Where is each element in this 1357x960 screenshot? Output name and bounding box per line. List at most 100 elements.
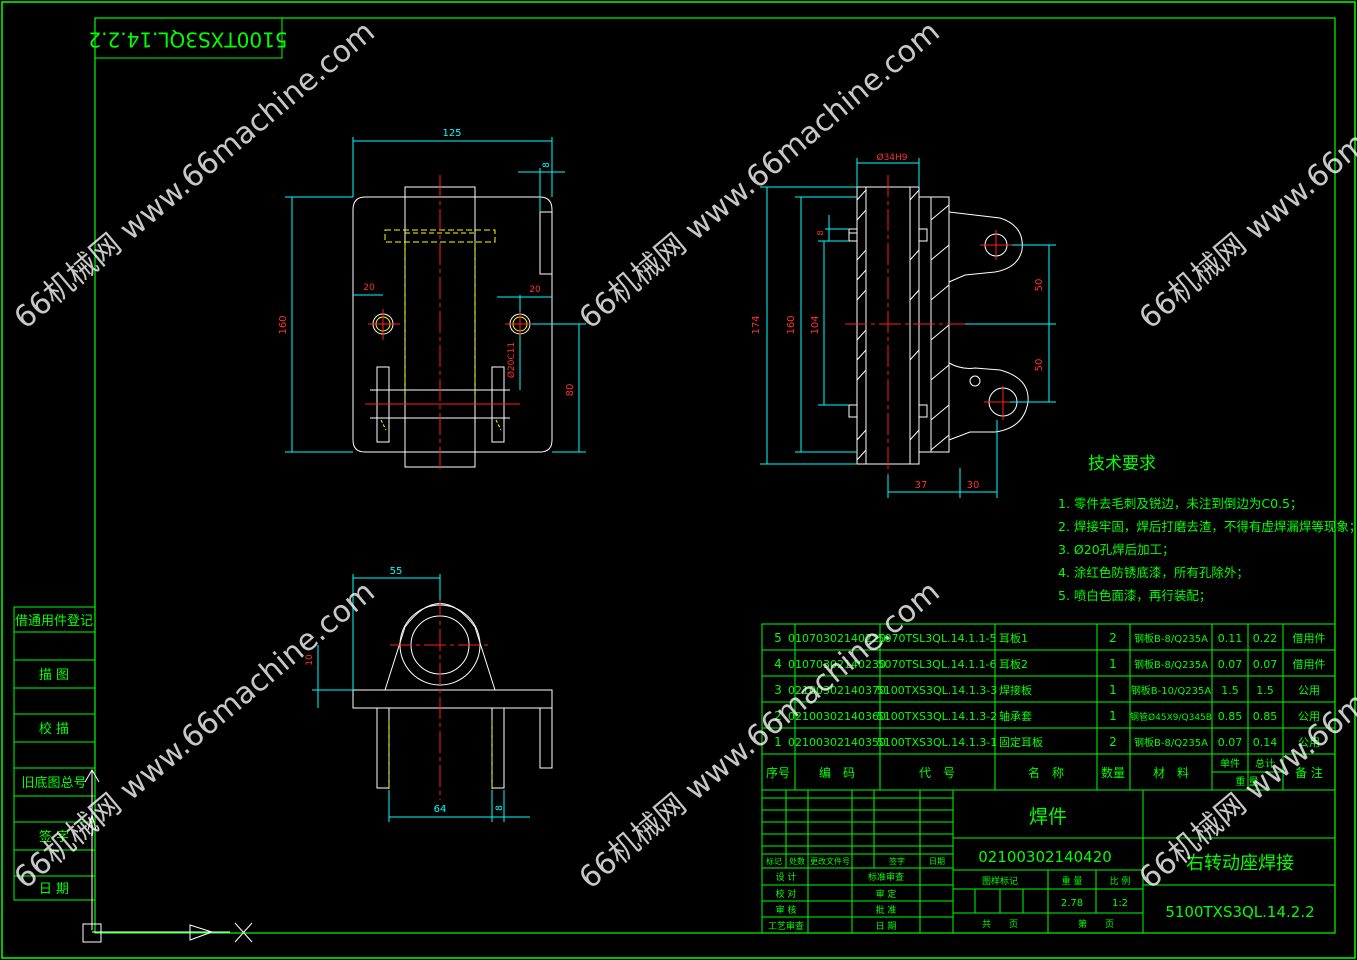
side-view-hatch [856,189,950,461]
bom-r1-qty: 1 [1109,657,1117,671]
scale-label: 比 例 [1110,875,1131,887]
bom-r3-note: 公用 [1298,710,1320,723]
category: 焊件 [1029,806,1067,828]
weight-label: 重 量 [1062,875,1083,887]
inner-frame [94,17,1336,934]
dim-side-30: 30 [967,480,980,491]
top-view [352,595,553,800]
bom-r0-drawing: 5070TSL3QL.14.1.1-5 [877,632,996,645]
sign-right-1: 审 定 [876,888,897,900]
sidebar-label-0: 借通用件登记 [15,614,93,629]
rev-header-0: 标记 [766,856,782,866]
left-sidebar: 借通用件登记 描 图 校 描 旧底图总号 签 字 日 期 [13,606,96,901]
bom-r1-no: 4 [774,657,782,671]
technical-requirements: 技术要求 1. 零件去毛刺及锐边，未注到倒边为C0.5； 2. 焊接牢固，焊后打… [1058,454,1357,603]
dim-front-width: 125 [442,128,461,139]
bom-r2-name: 焊接板 [999,683,1032,697]
bom-r2-unit: 1.5 [1221,684,1239,697]
bom-r4-unit: 0.07 [1218,736,1243,749]
bom-r2-material: 钢板B-10/Q235A [1131,684,1212,697]
dim-top-64: 64 [434,804,447,815]
sidebar-label-4: 签 字 [39,829,69,845]
dim-side-50b: 50 [1034,359,1045,372]
bom-header-unit: 单件 [1220,758,1240,770]
bom-table: 5 01070302140220 5070TSL3QL.14.1.1-5 耳板1… [761,623,1336,791]
bom-r1-note: 借用件 [1293,658,1326,671]
bom-header-total: 总计 [1255,757,1275,770]
sidebar-label-3: 旧底图总号 [21,775,86,791]
bom-r1-code: 01070302140230 [788,658,886,671]
bom-r3-no: 2 [774,709,782,723]
watermark-2: 66机械网 www.66machine.com [573,14,947,336]
dim-top-55: 55 [390,566,403,577]
bom-r3-code: 02100302140360 [788,710,886,723]
sign-right-0: 标准审查 [868,871,904,883]
title-block: 标记 处数 更改文件号 签字 日期 设 计 校 对 审 核 工艺审查 标准审查 … [761,789,1336,934]
dim-front-hole-left: 20 [363,283,375,293]
sign-left-0: 设 计 [776,871,797,883]
dim-front-hole-dia: Ø20C11 [506,342,517,378]
tech-item-1: 1. 零件去毛刺及锐边，未注到倒边为C0.5； [1058,496,1303,511]
side-view-dimensions: Ø34H9 174 160 104 8 50 50 37 30 [751,152,1056,498]
bom-r1-material: 钢板B-8/Q235A [1134,658,1208,671]
bom-r0-code: 01070302140220 [788,632,886,645]
stage-label: 图样标记 [982,875,1018,887]
tech-item-2: 2. 焊接牢固，焊后打磨去渣，不得有虚焊漏焊等现象； [1058,519,1357,534]
bom-r3-unit: 0.85 [1218,710,1243,723]
dim-top-10: 10 [305,654,315,666]
bom-r1-total: 0.07 [1253,658,1278,671]
sheets-label: 共 页 [982,919,1018,930]
dim-front-hole-right: 20 [529,285,541,295]
tech-title: 技术要求 [1088,454,1156,474]
bom-header-note: 备 注 [1295,765,1323,780]
rev-header-4: 日期 [929,857,945,866]
top-view-dimensions: 55 10 64 8 [305,566,530,822]
rev-header-1: 处数 [789,856,805,866]
bom-r4-drawing: 5100TXS3QL.14.1.3-1 [877,736,997,749]
bom-r3-qty: 1 [1109,709,1117,723]
bom-r4-note: 公用 [1298,736,1320,749]
bom-r3-total: 0.85 [1253,710,1278,723]
dim-front-hole-h: 80 [565,384,576,397]
sign-left-2: 审 核 [776,904,797,916]
bom-r3-name: 轴承套 [999,709,1032,723]
sign-right-3: 日 期 [876,921,897,932]
bom-r2-qty: 1 [1109,683,1117,697]
bom-r3-material: 钢管Ø45X9/Q345B [1130,711,1212,723]
sidebar-label-5: 日 期 [39,882,69,897]
rotated-number-box [94,17,283,59]
dim-side-8: 8 [816,230,825,235]
rev-header-3: 签字 [889,856,905,866]
tech-item-3: 3. Ø20孔焊后加工； [1058,542,1175,557]
sidebar-label-2: 校 描 [39,721,69,737]
bom-r2-drawing: 5100TXS3QL.14.1.3-3 [877,684,997,697]
dim-top-8: 8 [495,805,505,811]
bom-r4-code: 02100302140350 [788,736,886,749]
bom-r2-total: 1.5 [1256,684,1274,697]
bom-r4-total: 0.14 [1253,736,1278,749]
bom-header-weight: 重 量 [1235,775,1258,788]
part-code: 02100302140420 [978,848,1112,866]
bom-r2-code: 02100302140370 [788,684,886,697]
bom-r0-no: 5 [774,631,782,645]
bom-r1-name: 耳板2 [999,657,1028,671]
bom-r4-name: 固定耳板 [999,735,1043,749]
bom-r4-no: 1 [774,735,782,749]
dim-front-small: 8 [542,162,552,168]
dim-side-h104: 104 [810,315,821,334]
dim-front-height: 160 [278,315,289,334]
bom-r0-note: 借用件 [1293,632,1326,645]
sidebar-label-1: 描 图 [39,668,69,683]
sign-left-3: 工艺审查 [768,920,804,932]
bom-r4-qty: 2 [1109,735,1117,749]
bom-r2-no: 3 [774,683,782,697]
bom-header-name: 名 称 [1028,765,1064,780]
bom-r0-material: 钢板B-8/Q235A [1134,632,1208,645]
front-view [352,175,553,470]
bom-header-no: 序号 [766,765,790,780]
bom-r2-note: 公用 [1298,684,1320,697]
scale-value: 1:2 [1112,898,1128,909]
sign-left-1: 校 对 [776,888,797,900]
bom-header-code: 编 码 [819,765,855,780]
